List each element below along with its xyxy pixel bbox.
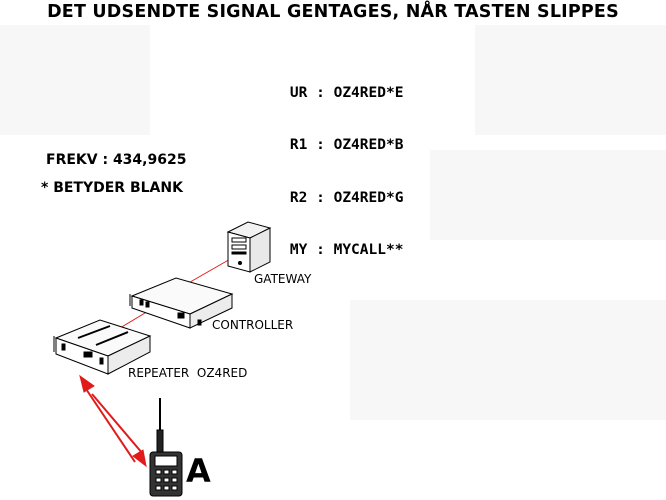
controller-rack-icon bbox=[129, 277, 234, 329]
routing-value: OZ4RED*G bbox=[333, 189, 404, 206]
routing-row: UR : OZ4RED*E bbox=[255, 67, 430, 120]
routing-key: R1 bbox=[289, 137, 308, 153]
station-label: A bbox=[186, 452, 211, 490]
server-tower-icon bbox=[226, 221, 272, 273]
gateway-label: GATEWAY bbox=[254, 272, 312, 286]
controller-label: CONTROLLER bbox=[212, 318, 294, 332]
routing-value: MYCALL** bbox=[333, 242, 404, 258]
routing-key: MY bbox=[289, 242, 308, 258]
blank-note: * BETYDER BLANK bbox=[41, 180, 183, 196]
routing-block: UR : OZ4RED*E R1 : OZ4RED*B R2 : OZ4RED*… bbox=[255, 67, 430, 277]
routing-sep: : bbox=[316, 84, 325, 101]
repeater-label: REPEATER OZ4RED bbox=[128, 366, 248, 380]
routing-value: OZ4RED*E bbox=[333, 84, 404, 101]
repeater-rack-icon bbox=[53, 319, 152, 375]
handheld-radio-icon bbox=[149, 398, 183, 497]
routing-sep: : bbox=[316, 137, 325, 153]
routing-row: MY : MYCALL** bbox=[255, 225, 430, 278]
routing-sep: : bbox=[316, 242, 325, 258]
bidirectional-arrow-icon bbox=[79, 374, 147, 468]
background-patch bbox=[350, 300, 666, 420]
background-patch bbox=[475, 25, 666, 135]
frequency-label: FREKV : 434,9625 bbox=[46, 152, 187, 168]
routing-key: UR bbox=[289, 84, 308, 101]
background-patch bbox=[0, 25, 150, 135]
routing-value: OZ4RED*B bbox=[333, 137, 404, 153]
routing-key: R2 bbox=[289, 189, 308, 206]
routing-row: R1 : OZ4RED*B bbox=[255, 120, 430, 173]
page-title: DET UDSENDTE SIGNAL GENTAGES, NÅR TASTEN… bbox=[47, 2, 619, 22]
routing-row: R2 : OZ4RED*G bbox=[255, 172, 430, 225]
routing-sep: : bbox=[316, 189, 325, 206]
